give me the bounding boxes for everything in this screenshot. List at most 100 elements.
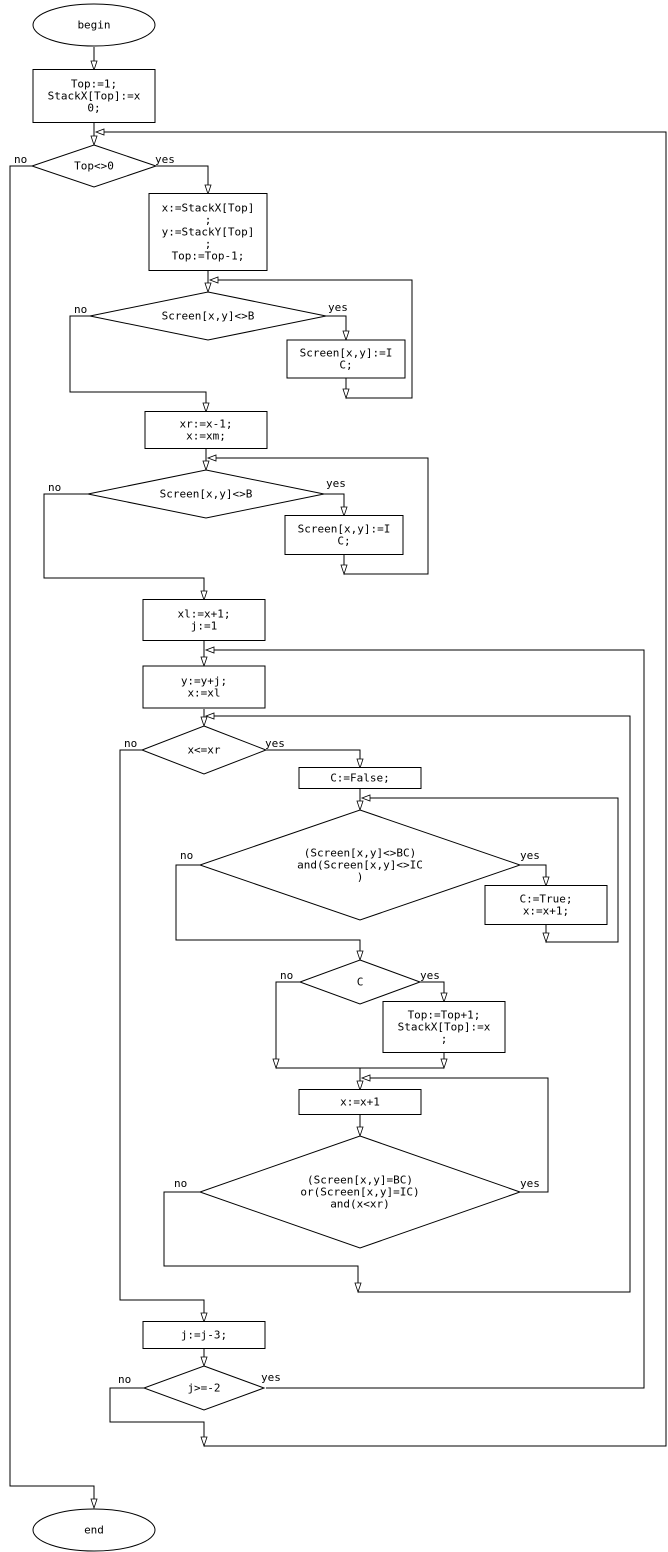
decision-shape bbox=[30, 144, 158, 188]
branch-label-no: no bbox=[118, 1373, 131, 1386]
node-text-line: Screen[x,y]:=I bbox=[300, 347, 393, 360]
node-text-line: StackX[Top]:=x bbox=[398, 1021, 491, 1034]
edge-set-ic1-loop bbox=[210, 279, 413, 399]
node-push: Top:=Top+1;StackX[Top]:=x; bbox=[382, 1001, 506, 1053]
process-shape bbox=[286, 339, 406, 379]
node-cond-scr2: Screen[x,y]<>B bbox=[87, 469, 325, 519]
node-begin: begin bbox=[32, 3, 156, 47]
node-text-line: x:=xm; bbox=[186, 430, 226, 443]
branch-label-no: no bbox=[180, 849, 193, 862]
nodes: beginTop:=1;StackX[Top]:=x0;Top<>0x:=Sta… bbox=[30, 3, 608, 1552]
node-text-line: xr:=x-1; bbox=[180, 418, 233, 431]
node-pop: x:=StackX[Top];y:=StackY[Top];Top:=Top-1… bbox=[148, 193, 268, 271]
node-text-line: C; bbox=[339, 359, 352, 372]
branch-label-no: no bbox=[48, 481, 61, 494]
node-text-line: j>=-2 bbox=[187, 1382, 220, 1395]
arrow-down-icon bbox=[542, 932, 550, 944]
arrow-down-icon bbox=[440, 1058, 448, 1070]
arrow-down-icon bbox=[542, 876, 550, 888]
node-text-line: ) bbox=[357, 871, 364, 884]
arrow-down-icon bbox=[200, 656, 208, 668]
process-shape bbox=[484, 885, 608, 925]
node-text-line: 0; bbox=[87, 102, 100, 115]
process-shape bbox=[32, 69, 156, 123]
node-text-line: Top:=1; bbox=[71, 78, 117, 91]
node-c-false: C:=False; bbox=[298, 767, 422, 789]
branch-label-no: no bbox=[280, 969, 293, 982]
node-y-assign: y:=y+j;x:=xl bbox=[142, 665, 266, 709]
node-j-dec: j:=j-3; bbox=[142, 1321, 266, 1349]
node-text-line: Top:=Top-1; bbox=[172, 250, 245, 263]
process-shape bbox=[284, 515, 404, 555]
node-cond-c: C bbox=[298, 959, 422, 1005]
arrow-down-icon bbox=[356, 800, 364, 812]
arrow-down-icon bbox=[340, 564, 348, 576]
node-text-line: j:=j-3; bbox=[181, 1329, 227, 1342]
node-cond-j: j>=-2 bbox=[142, 1365, 266, 1411]
arrow-down-icon bbox=[356, 758, 364, 770]
branch-label-yes: yes bbox=[326, 477, 346, 490]
branch-label-yes: yes bbox=[328, 301, 348, 314]
arrow-down-icon bbox=[204, 282, 212, 294]
arrow-down-icon bbox=[90, 1498, 98, 1510]
decision-shape bbox=[198, 1135, 522, 1249]
arrow-down-icon bbox=[340, 506, 348, 518]
arrow-down-icon bbox=[200, 1436, 208, 1448]
branch-label-no: no bbox=[74, 303, 87, 316]
node-cond-skip: (Screen[x,y]=BC)or(Screen[x,y]=IC)and(x<… bbox=[198, 1135, 522, 1249]
edge-j-loop-return bbox=[206, 649, 645, 1389]
node-text-line: Top:=Top+1; bbox=[408, 1009, 481, 1022]
node-x-inc: x:=x+1 bbox=[298, 1089, 422, 1115]
arrow-down-icon bbox=[200, 1312, 208, 1324]
edge-x-loop-return bbox=[206, 715, 631, 1293]
arrow-left-icon bbox=[360, 1074, 371, 1082]
arrow-down-icon bbox=[342, 330, 350, 342]
node-text-line: C:=False; bbox=[330, 772, 390, 785]
node-text-line: x:=x+1 bbox=[340, 1096, 380, 1109]
node-text-line: begin bbox=[77, 19, 110, 32]
process-shape bbox=[148, 193, 268, 271]
node-text-line: C; bbox=[337, 535, 350, 548]
node-text-line: xl:=x+1; bbox=[178, 608, 231, 621]
arrow-down-icon bbox=[356, 950, 364, 962]
branch-label-yes: yes bbox=[520, 849, 540, 862]
node-text-line: and(x<xr) bbox=[330, 1198, 390, 1211]
node-init: Top:=1;StackX[Top]:=x0; bbox=[32, 69, 156, 123]
node-c-true: C:=True;x:=x+1; bbox=[484, 885, 608, 925]
node-text-line: x<=xr bbox=[187, 744, 220, 757]
node-cond-top: Top<>0 bbox=[30, 144, 158, 188]
node-text-line: y:=StackY[Top] bbox=[162, 226, 255, 239]
edge-cond-scr1-yes bbox=[326, 315, 347, 340]
edge-cond-j-no bbox=[109, 1387, 205, 1446]
arrow-left-icon bbox=[94, 128, 105, 136]
edge-cond-xr-yes bbox=[266, 749, 361, 768]
branch-label-no: no bbox=[174, 1177, 187, 1190]
branch-label-yes: yes bbox=[520, 1177, 540, 1190]
node-text-line: and(Screen[x,y]<>IC bbox=[297, 859, 423, 872]
branch-label-yes: yes bbox=[261, 1371, 281, 1384]
arrow-down-icon bbox=[90, 135, 98, 147]
process-shape bbox=[298, 767, 422, 789]
node-text-line: ; bbox=[205, 214, 212, 227]
process-shape bbox=[142, 665, 266, 709]
branch-label-no: no bbox=[124, 737, 137, 750]
node-text-line: x:=x+1; bbox=[523, 905, 569, 918]
arrow-left-icon bbox=[206, 454, 217, 462]
process-shape bbox=[382, 1001, 506, 1053]
node-xr-assign: xr:=x-1;x:=xm; bbox=[144, 411, 268, 449]
arrow-down-icon bbox=[200, 716, 208, 728]
node-text-line: (Screen[x,y]=BC) bbox=[307, 1174, 413, 1187]
branch-label-yes: yes bbox=[420, 969, 440, 982]
node-end: end bbox=[32, 1508, 156, 1552]
arrow-down-icon bbox=[200, 1356, 208, 1368]
arrow-down-icon bbox=[440, 992, 448, 1004]
arrow-left-icon bbox=[204, 646, 215, 654]
node-text-line: (Screen[x,y]<>BC) bbox=[304, 847, 417, 860]
node-xl-assign: xl:=x+1;j:=1 bbox=[142, 599, 266, 641]
branch-label-yes: yes bbox=[155, 153, 175, 166]
decision-shape bbox=[87, 469, 325, 519]
arrow-down-icon bbox=[200, 590, 208, 602]
node-text-line: x:=xl bbox=[187, 687, 220, 700]
